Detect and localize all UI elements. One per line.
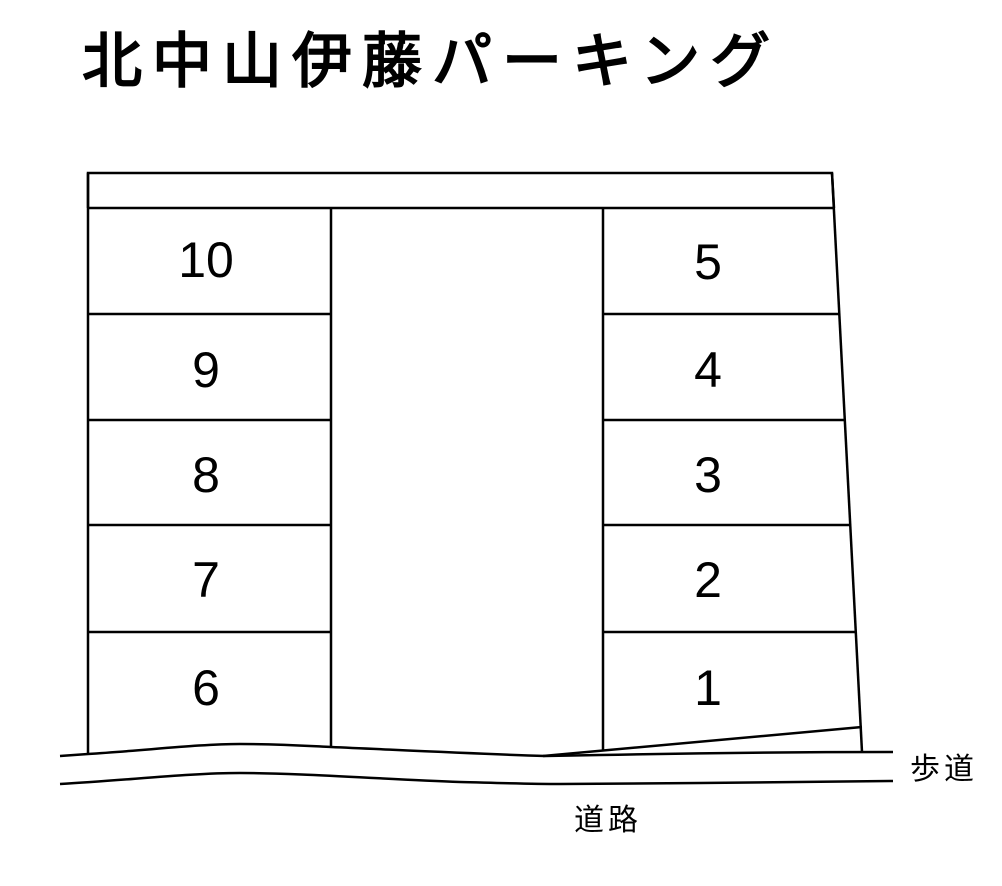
- lot-right-wall: [830, 172, 864, 753]
- parking-slot-5: 5: [694, 234, 722, 290]
- parking-slot-4: 4: [694, 342, 722, 398]
- sidewalk-upper-edge: [59, 742, 894, 758]
- parking-slot-9: 9: [192, 342, 220, 398]
- parking-slot-7: 7: [192, 552, 220, 608]
- parking-slot-6: 6: [192, 660, 220, 716]
- parking-slot-2: 2: [694, 552, 722, 608]
- parking-slot-8: 8: [192, 447, 220, 503]
- slot-1-bottom: [542, 725, 863, 758]
- road-label: 道路: [574, 803, 642, 838]
- parking-slot-3: 3: [694, 447, 722, 503]
- page-title: 北中山伊藤パーキング: [82, 27, 781, 97]
- parking-slot-1: 1: [694, 660, 722, 716]
- sidewalk-label: 歩道: [910, 752, 978, 787]
- lot-top-strip: [86, 171, 836, 209]
- road-edge: [59, 771, 894, 786]
- parking-slot-10: 10: [178, 232, 234, 288]
